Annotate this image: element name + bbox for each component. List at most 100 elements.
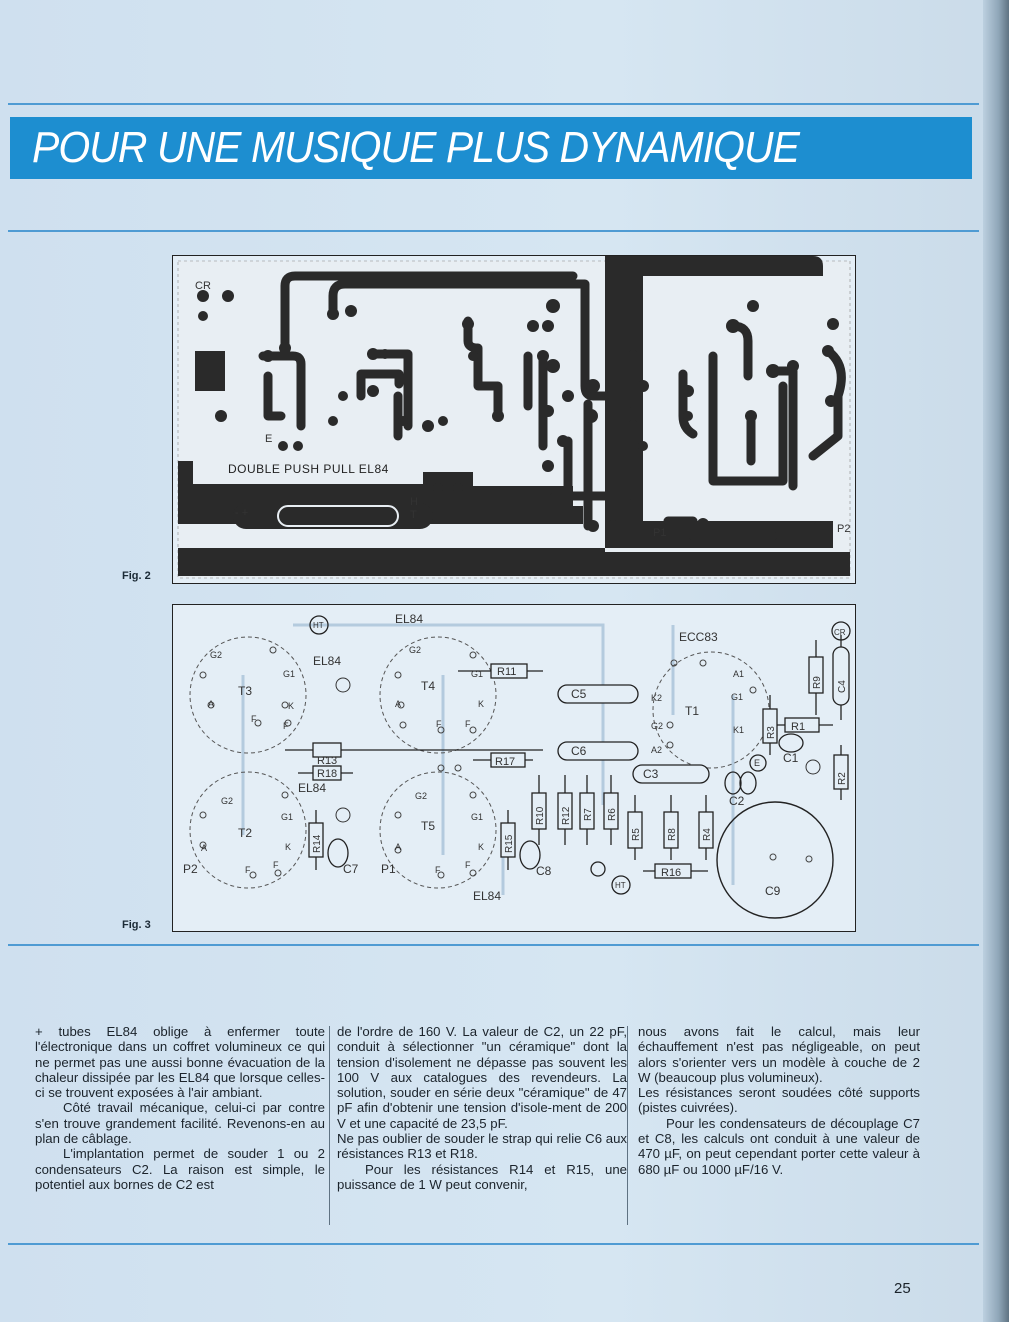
label-r11: R11 bbox=[497, 666, 516, 678]
figure-bottom-rule bbox=[8, 944, 979, 946]
pin-t4-k: K bbox=[478, 699, 484, 709]
paragraph: Pour les condensateurs de découplage C7 … bbox=[638, 1115, 920, 1177]
pin-t5-k: K bbox=[478, 842, 484, 852]
pin-t4-f2: F bbox=[465, 719, 471, 729]
pin-t1-k2: K2 bbox=[651, 693, 662, 703]
article-column-2: de l'ordre de 160 V. La valeur de C2, un… bbox=[337, 1024, 627, 1192]
label-r6: R6 bbox=[607, 808, 618, 821]
label-t5: T5 bbox=[421, 819, 435, 833]
pin-t1-a1: A1 bbox=[733, 669, 744, 679]
label-p2: P2 bbox=[183, 862, 198, 876]
label-c9: C9 bbox=[765, 884, 781, 898]
label-r2: R2 bbox=[837, 772, 848, 785]
pin-t5-a: A bbox=[395, 842, 401, 852]
c9-capacitor bbox=[716, 801, 834, 919]
paragraph: + tubes EL84 oblige à enfermer toute l'é… bbox=[35, 1024, 325, 1101]
label-e: E bbox=[265, 433, 272, 445]
fig3-label: Fig. 3 bbox=[122, 919, 151, 931]
pin-t2-a: A bbox=[201, 843, 207, 853]
pin-t4-g2: G2 bbox=[409, 645, 421, 655]
pin-t3-g1: G1 bbox=[283, 669, 295, 679]
label-cr: CR bbox=[195, 280, 211, 292]
label-c6: C6 bbox=[571, 744, 587, 758]
label-t3: T3 bbox=[238, 684, 252, 698]
label-c4: C4 bbox=[837, 680, 848, 693]
label-ecc83: ECC83 bbox=[679, 630, 718, 644]
label-r14: R14 bbox=[312, 834, 323, 853]
label-r16: R16 bbox=[661, 867, 681, 879]
label-el84-mid: EL84 bbox=[298, 781, 326, 795]
pin-t5-f2: F bbox=[465, 860, 471, 870]
paragraph: Les résistances seront soudées côté supp… bbox=[638, 1085, 920, 1116]
component-drawing: G2 G1 K A F F G2 G1 K A F F G2 G1 K A F … bbox=[183, 612, 851, 919]
label-r13: R13 bbox=[317, 755, 337, 767]
paragraph: Pour les résistances R14 et R15, une pui… bbox=[337, 1161, 627, 1192]
board-title: DOUBLE PUSH PULL EL84 bbox=[228, 462, 389, 476]
ground-plane-right bbox=[178, 256, 850, 576]
label-r5: R5 bbox=[631, 828, 642, 841]
label-t1: T1 bbox=[685, 704, 699, 718]
pin-t1-g2: G2 bbox=[651, 721, 663, 731]
pin-t2-f1: F bbox=[245, 865, 251, 875]
label-c7: C7 bbox=[343, 862, 359, 876]
pcb-drawing: CR E HT H T - + P1 P2 DOUBLE PUSH PULL E… bbox=[177, 256, 850, 579]
pin-t2-f2: F bbox=[273, 860, 279, 870]
label-e: E bbox=[754, 758, 760, 768]
label-p2: P2 bbox=[837, 523, 850, 535]
label-polarity: - + bbox=[235, 507, 248, 519]
label-ht-bottom: HT bbox=[615, 881, 626, 890]
column-divider bbox=[627, 1026, 628, 1225]
label-el84-top: EL84 bbox=[395, 612, 423, 626]
label-el84-bottom: EL84 bbox=[473, 889, 501, 903]
label-r17: R17 bbox=[495, 756, 515, 768]
title-banner: POUR UNE MUSIQUE PLUS DYNAMIQUE bbox=[10, 117, 972, 179]
label-c1: C1 bbox=[783, 751, 799, 765]
pin-t5-g1: G1 bbox=[471, 812, 483, 822]
label-r8: R8 bbox=[667, 828, 678, 841]
page-number: 25 bbox=[894, 1280, 911, 1297]
fig3-component-layout: G2 G1 K A F F G2 G1 K A F F G2 G1 K A F … bbox=[172, 604, 856, 932]
pin-t4-f1: F bbox=[436, 719, 442, 729]
fig2-pcb-layout: CR E HT H T - + P1 P2 DOUBLE PUSH PULL E… bbox=[172, 255, 856, 584]
label-h: H bbox=[410, 496, 418, 508]
page-edge-shadow bbox=[983, 0, 1009, 1322]
label-r1: R1 bbox=[791, 721, 805, 733]
paragraph: nous avons fait le calcul, mais leur éch… bbox=[638, 1024, 920, 1085]
label-r15: R15 bbox=[504, 834, 515, 853]
page-title: POUR UNE MUSIQUE PLUS DYNAMIQUE bbox=[32, 123, 800, 172]
pin-t2-g2: G2 bbox=[221, 796, 233, 806]
paragraph: L'implantation permet de souder 1 ou 2 c… bbox=[35, 1146, 325, 1192]
label-t2: T2 bbox=[238, 826, 252, 840]
figure-top-rule bbox=[8, 230, 979, 232]
label-r18: R18 bbox=[317, 768, 337, 780]
label-p1: P1 bbox=[381, 862, 396, 876]
pin-t5-f1: F bbox=[435, 865, 441, 875]
label-r9: R9 bbox=[812, 676, 823, 689]
label-ht: HT bbox=[713, 289, 728, 301]
bottom-rule bbox=[8, 1243, 979, 1245]
label-p1: P1 bbox=[653, 527, 666, 539]
pin-t1-a2: A2 bbox=[651, 745, 662, 755]
label-r10: R10 bbox=[535, 806, 546, 825]
pin-t3-f1: F bbox=[251, 714, 257, 724]
label-t: T bbox=[410, 509, 417, 521]
label-c3: C3 bbox=[643, 767, 659, 781]
label-ht-top: HT bbox=[313, 621, 324, 630]
label-r4: R4 bbox=[702, 828, 713, 841]
label-c5: C5 bbox=[571, 687, 587, 701]
paragraph: de l'ordre de 160 V. La valeur de C2, un… bbox=[337, 1024, 627, 1131]
pin-t3-a: A bbox=[208, 699, 214, 709]
pin-t3-f2: F bbox=[283, 721, 289, 731]
pin-t4-g1: G1 bbox=[471, 669, 483, 679]
pin-t2-g1: G1 bbox=[281, 812, 293, 822]
label-el84-t3: EL84 bbox=[313, 654, 341, 668]
pin-t2-k: K bbox=[285, 842, 291, 852]
pin-t3-g2: G2 bbox=[210, 650, 222, 660]
pin-t1-k1: K1 bbox=[733, 725, 744, 735]
article-column-3: nous avons fait le calcul, mais leur éch… bbox=[638, 1024, 920, 1177]
paragraph: Ne pas oublier de souder le strap qui re… bbox=[337, 1131, 627, 1162]
pin-t5-g2: G2 bbox=[415, 791, 427, 801]
pin-t4-a: A bbox=[395, 699, 401, 709]
label-c2: C2 bbox=[729, 794, 745, 808]
pin-t3-k: K bbox=[288, 701, 294, 711]
